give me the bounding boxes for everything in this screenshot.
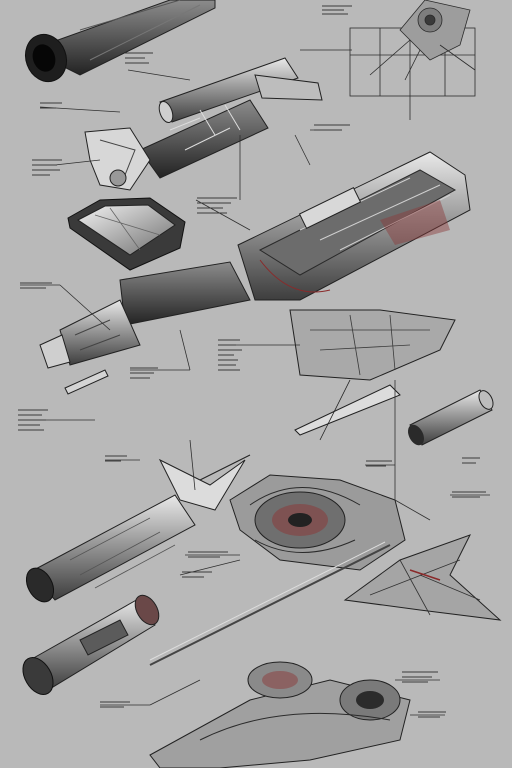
engine-nacelle-sketch — [24, 0, 216, 83]
wing-section-sketch — [289, 309, 456, 441]
fuel-canister-sketch — [408, 389, 494, 446]
main-fuselage-sketch — [39, 151, 471, 369]
thruster-assembly-sketch — [84, 57, 323, 191]
satellite-blueprint-sketch — [300, 0, 476, 120]
capsule-canister-sketch — [22, 594, 160, 695]
engine-core-sketch — [149, 474, 406, 666]
rod-component-sketch — [64, 369, 109, 395]
lower-thruster-sketch — [25, 454, 251, 603]
annotation-leader-lines — [20, 69, 490, 716]
bottom-craft-sketch — [149, 661, 411, 768]
scribbled-annotation-blocks — [18, 5, 486, 718]
tail-fin-sketch — [343, 534, 502, 621]
canopy-sketch — [67, 197, 186, 271]
